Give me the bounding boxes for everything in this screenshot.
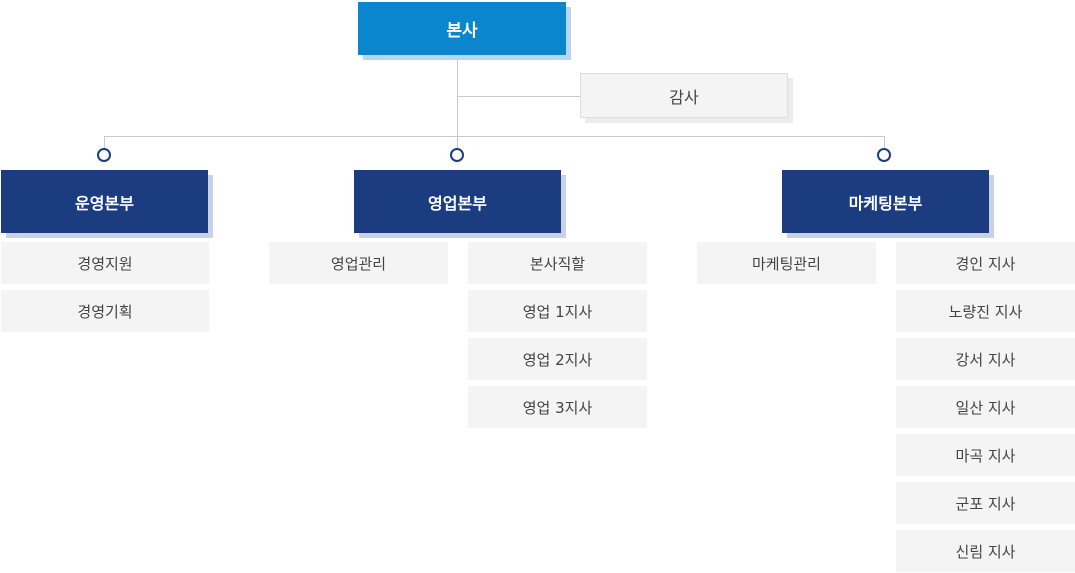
- unit-gangseo-branch: 강서 지사: [896, 338, 1075, 380]
- unit-ilsan-branch: 일산 지사: [896, 386, 1075, 428]
- division-sales: 영업본부: [354, 170, 561, 233]
- unit-sales-branch-1: 영업 1지사: [468, 290, 647, 332]
- audit-node: 감사: [580, 73, 788, 118]
- root-node: 본사: [358, 2, 566, 55]
- unit-marketing-management: 마케팅관리: [697, 242, 876, 284]
- unit-gyeongin-branch: 경인 지사: [896, 242, 1075, 284]
- branch-dot-marketing: [877, 148, 891, 162]
- unit-management-planning: 경영기획: [1, 290, 209, 332]
- division-operations: 운영본부: [1, 170, 208, 233]
- unit-magok-branch: 마곡 지사: [896, 434, 1075, 476]
- unit-sales-branch-3: 영업 3지사: [468, 386, 647, 428]
- unit-sillim-branch: 신림 지사: [896, 530, 1075, 572]
- division-marketing: 마케팅본부: [782, 170, 989, 233]
- branch-dot-sales: [450, 148, 464, 162]
- unit-noryangjin-branch: 노량진 지사: [896, 290, 1075, 332]
- unit-sales-management: 영업관리: [269, 242, 448, 284]
- unit-sales-branch-2: 영업 2지사: [468, 338, 647, 380]
- branch-dot-operations: [97, 148, 111, 162]
- unit-hq-direct: 본사직할: [468, 242, 647, 284]
- unit-management-support: 경영지원: [1, 242, 209, 284]
- unit-gunpo-branch: 군포 지사: [896, 482, 1075, 524]
